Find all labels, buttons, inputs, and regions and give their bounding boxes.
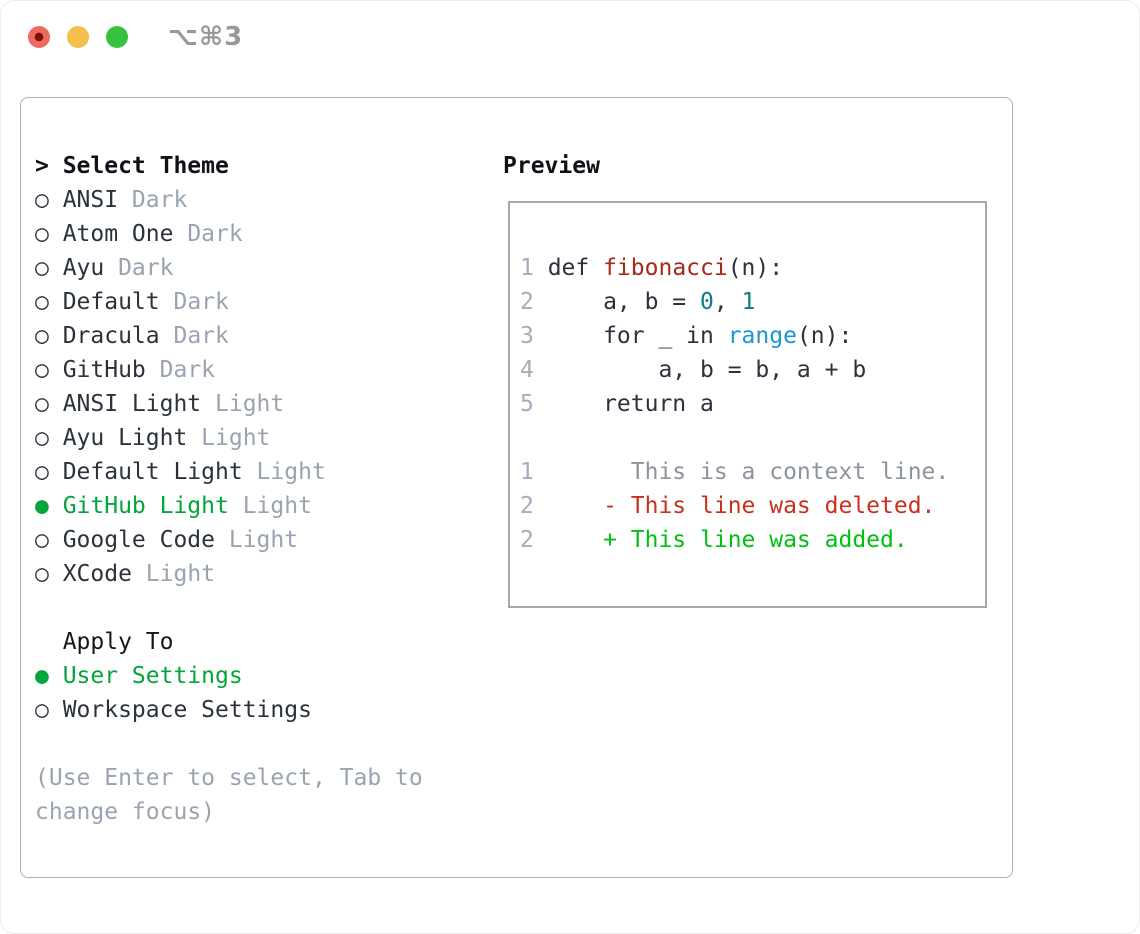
radio-unselected-icon: ○ [35,697,49,723]
theme-option-ayu[interactable]: ○ Ayu Dark [35,251,423,285]
code-line: 4 a, b = b, a + b [520,353,985,387]
spacer [35,727,423,761]
preview-header: Preview [503,153,600,179]
title-bar: ⌥⌘3 [0,0,1140,75]
option-label: GitHub Light [62,493,229,519]
theme-option-dracula[interactable]: ○ Dracula Dark [35,319,423,353]
option-label: Ayu [62,255,105,281]
theme-variant-label: Dark [159,289,229,315]
apply-option-user-settings[interactable]: ● User Settings [35,659,423,693]
theme-option-atom-one[interactable]: ○ Atom One Dark [35,217,423,251]
theme-option-github-light[interactable]: ● GitHub Light Light [35,489,423,523]
radio-unselected-icon: ○ [35,323,49,349]
theme-option-google-code[interactable]: ○ Google Code Light [35,523,423,557]
option-label: ANSI [62,187,119,213]
option-label: Atom One [62,221,174,247]
theme-option-default-light[interactable]: ○ Default Light Light [35,455,423,489]
line-number: 5 [520,391,534,417]
close-button[interactable] [28,26,50,48]
theme-picker-panel: > Select Theme ○ ANSI Dark ○ Atom One Dark ○ A… [20,97,1013,878]
theme-variant-label: Light [187,425,271,451]
radio-selected-icon: ● [35,663,49,689]
apply-to-header: Apply To [35,625,423,659]
spacer [35,591,423,625]
option-label: Workspace Settings [62,697,312,723]
theme-variant-label: Light [201,391,285,417]
minimize-button[interactable] [67,26,89,48]
window-title: ⌥⌘3 [168,22,244,52]
hint-line-2: change focus) [35,799,216,825]
radio-selected-icon: ● [35,493,49,519]
prompt-icon: > [35,153,49,179]
theme-option-ansi[interactable]: ○ ANSI Dark [35,183,423,217]
select-theme-header: > Select Theme [35,149,423,183]
line-number: 1 [520,459,534,485]
theme-variant-label: Light [242,459,326,485]
radio-unselected-icon: ○ [35,527,49,553]
option-label: Default [62,289,160,315]
radio-unselected-icon: ○ [35,425,49,451]
line-number: 2 [520,527,534,553]
hint-line-1: (Use Enter to select, Tab to [35,765,423,791]
option-label: XCode [62,561,132,587]
apply-option-workspace-settings[interactable]: ○ Workspace Settings [35,693,423,727]
radio-unselected-icon: ○ [35,459,49,485]
theme-variant-label: Dark [118,187,188,213]
theme-variant-label: Dark [145,357,216,383]
radio-unselected-icon: ○ [35,187,49,213]
apply-to-label: Apply To [62,629,174,655]
code-line: 1 This is a context line. [520,455,985,489]
apply-to-list: ● User Settings ○ Workspace Settings [35,659,423,727]
theme-list: ○ ANSI Dark ○ Atom One Dark ○ Ayu Dark ○ Defaul… [35,183,423,591]
code-line: 5 return a [520,387,985,421]
code-line: 2 + This line was added. [520,523,985,557]
option-label: ANSI Light [62,391,202,417]
code-line: 3 for _ in range(n): [520,319,985,353]
code-line [520,421,985,455]
radio-unselected-icon: ○ [35,561,49,587]
theme-variant-label: Dark [159,323,229,349]
line-number: 3 [520,323,534,349]
option-label: Default Light [62,459,243,485]
theme-option-default[interactable]: ○ Default Dark [35,285,423,319]
theme-variant-label: Light [228,493,312,519]
line-number: 4 [520,357,534,383]
code-line: 2 - This line was deleted. [520,489,985,523]
theme-option-ansi-light[interactable]: ○ ANSI Light Light [35,387,423,421]
theme-picker-column: > Select Theme ○ ANSI Dark ○ Atom One Dark ○ A… [35,149,423,829]
radio-unselected-icon: ○ [35,255,49,281]
select-theme-label: Select Theme [62,153,229,179]
option-label: User Settings [62,663,243,689]
theme-variant-label: Dark [104,255,174,281]
theme-variant-label: Dark [173,221,243,247]
theme-variant-label: Light [131,561,216,587]
theme-option-github[interactable]: ○ GitHub Dark [35,353,423,387]
line-number: 1 [520,255,534,281]
radio-unselected-icon: ○ [35,391,49,417]
option-label: GitHub [62,357,146,383]
zoom-button[interactable] [106,26,128,48]
option-label: Google Code [62,527,216,553]
option-label: Dracula [62,323,160,349]
radio-unselected-icon: ○ [35,289,49,315]
line-number: 2 [520,289,534,315]
line-number: 2 [520,493,534,519]
option-label: Ayu Light [62,425,188,451]
radio-unselected-icon: ○ [35,221,49,247]
code-line: 2 a, b = 0, 1 [520,285,985,319]
radio-unselected-icon: ○ [35,357,49,383]
theme-option-ayu-light[interactable]: ○ Ayu Light Light [35,421,423,455]
theme-variant-label: Light [215,527,299,553]
theme-option-xcode[interactable]: ○ XCode Light [35,557,423,591]
